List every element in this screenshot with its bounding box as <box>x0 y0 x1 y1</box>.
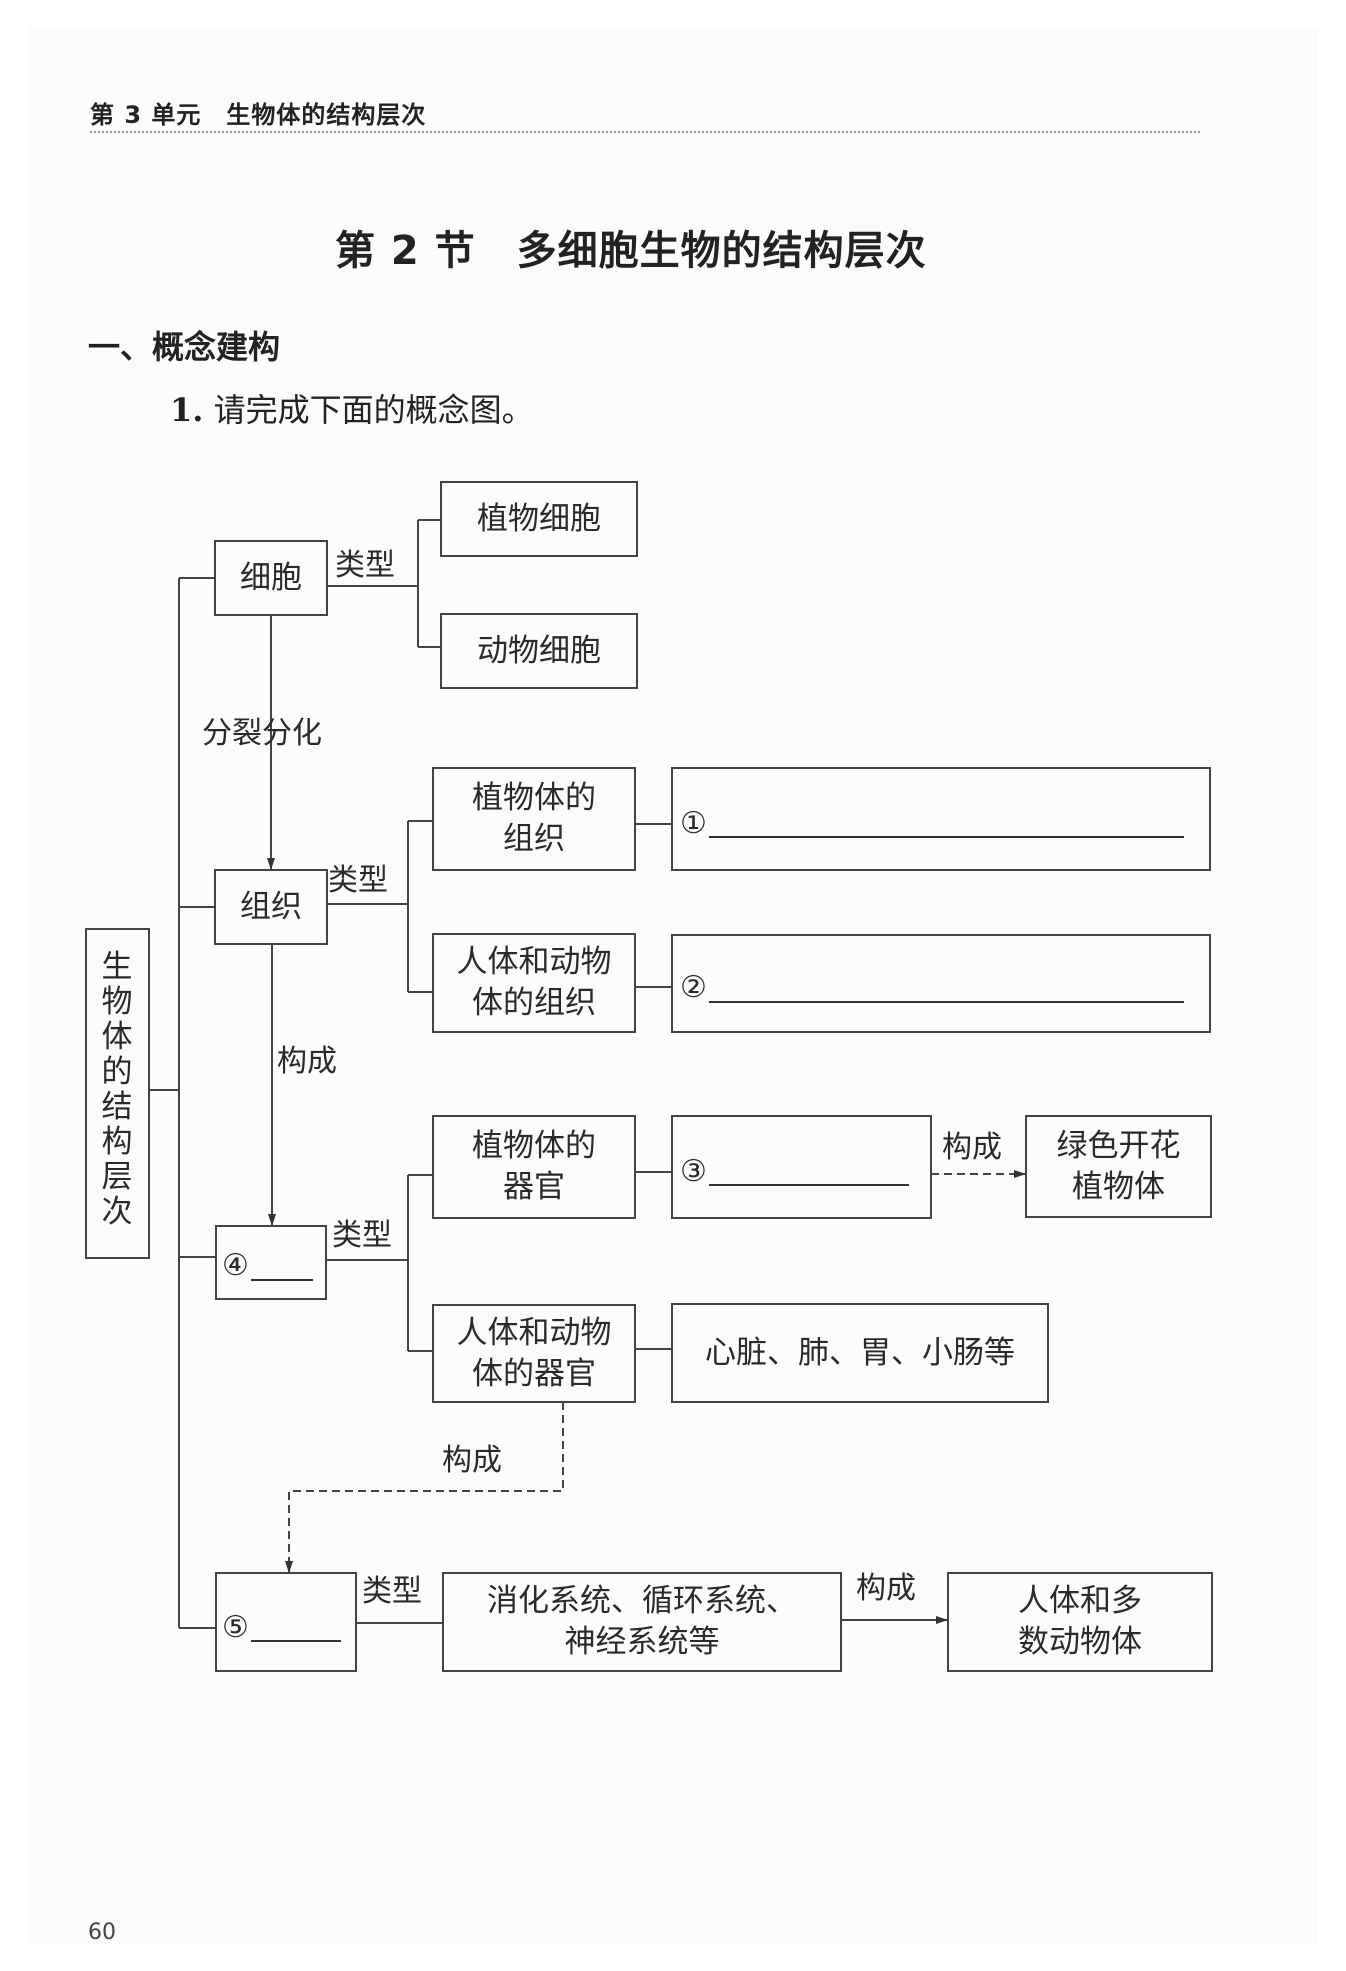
question-number: 1. <box>170 391 204 429</box>
answer-3[interactable]: ③ <box>672 1116 931 1218</box>
answer-box-3 <box>671 1115 932 1219</box>
root-label: 生物体的结构层次 <box>101 949 133 1230</box>
blank-line-2[interactable] <box>708 973 1184 1003</box>
organ-box <box>215 1225 327 1300</box>
plant-tissue-box <box>432 767 636 871</box>
arrow-compose-2 <box>285 1402 564 1573</box>
animal-body-label: 人体和多 数动物体 <box>1018 1583 1142 1660</box>
compose-label-1: 构成 <box>277 1044 337 1079</box>
answer-2[interactable]: ② <box>672 935 1210 1032</box>
animal-body-box <box>947 1572 1213 1672</box>
plant-tissue-label: 植物体的 组织 <box>472 780 596 857</box>
answer-1[interactable]: ① <box>672 768 1210 870</box>
animal-organ-box <box>432 1304 636 1403</box>
question-prompt: 1. 请完成下面的概念图。 <box>170 385 534 431</box>
blank-line-3[interactable] <box>708 1156 909 1186</box>
compose-label-plant: 构成 <box>942 1130 1002 1165</box>
circled-5: ⑤ <box>222 1609 249 1645</box>
circled-2: ② <box>680 970 707 1005</box>
answer-box-2 <box>671 934 1211 1033</box>
root-box <box>85 928 150 1259</box>
green-plant-box <box>1025 1115 1212 1218</box>
systems-list-label: 消化系统、循环系统、 神经系统等 <box>487 1583 797 1660</box>
blank-line-4[interactable] <box>250 1251 313 1281</box>
section-title: 第 2 节 多细胞生物的结构层次 <box>335 228 927 274</box>
compose-label-2: 构成 <box>442 1443 502 1478</box>
animal-tissue-box <box>432 933 636 1033</box>
compose-label-3: 构成 <box>856 1571 916 1606</box>
animal-organ-label: 人体和动物 体的器官 <box>456 1314 612 1392</box>
question-text: 请完成下面的概念图。 <box>213 391 534 429</box>
cell-label: 细胞 <box>240 559 302 596</box>
division-label: 分裂分化 <box>202 716 322 751</box>
unit-header: 第 3 单元 生物体的结构层次 <box>90 101 427 129</box>
answer-box-1 <box>671 767 1211 871</box>
type-label-organ: 类型 <box>332 1218 392 1253</box>
system-blank[interactable]: ⑤ <box>216 1573 356 1671</box>
organ-examples-label: 心脏、肺、胃、小肠等 <box>705 1334 1015 1371</box>
animal-tissue-label: 人体和动物 体的组织 <box>456 944 612 1021</box>
type-label-system: 类型 <box>362 1574 422 1609</box>
circled-4: ④ <box>222 1248 249 1283</box>
type-label-tissue: 类型 <box>328 863 388 898</box>
blank-line-5[interactable] <box>250 1612 341 1642</box>
type-label-cell: 类型 <box>335 548 395 583</box>
tissue-label: 组织 <box>240 888 302 925</box>
blank-line-1[interactable] <box>708 808 1184 838</box>
header-divider <box>90 131 1200 133</box>
animal-cell-label: 动物细胞 <box>477 632 601 669</box>
plant-cell-label: 植物细胞 <box>477 500 601 537</box>
green-plant-label: 绿色开花 植物体 <box>1056 1127 1181 1205</box>
systems-list-box <box>442 1572 842 1672</box>
circled-1: ① <box>680 805 707 841</box>
plant-organ-box <box>432 1115 636 1219</box>
section-heading: 一、概念建构 <box>88 328 281 366</box>
page-number: 60 <box>88 1920 116 1945</box>
organ-examples-box <box>671 1303 1049 1403</box>
circled-3: ③ <box>680 1153 707 1189</box>
organ-blank[interactable]: ④ <box>216 1226 326 1299</box>
plant-organ-label: 植物体的 器官 <box>472 1128 596 1205</box>
animal-cell-box <box>440 613 638 689</box>
plant-cell-box <box>440 481 638 557</box>
